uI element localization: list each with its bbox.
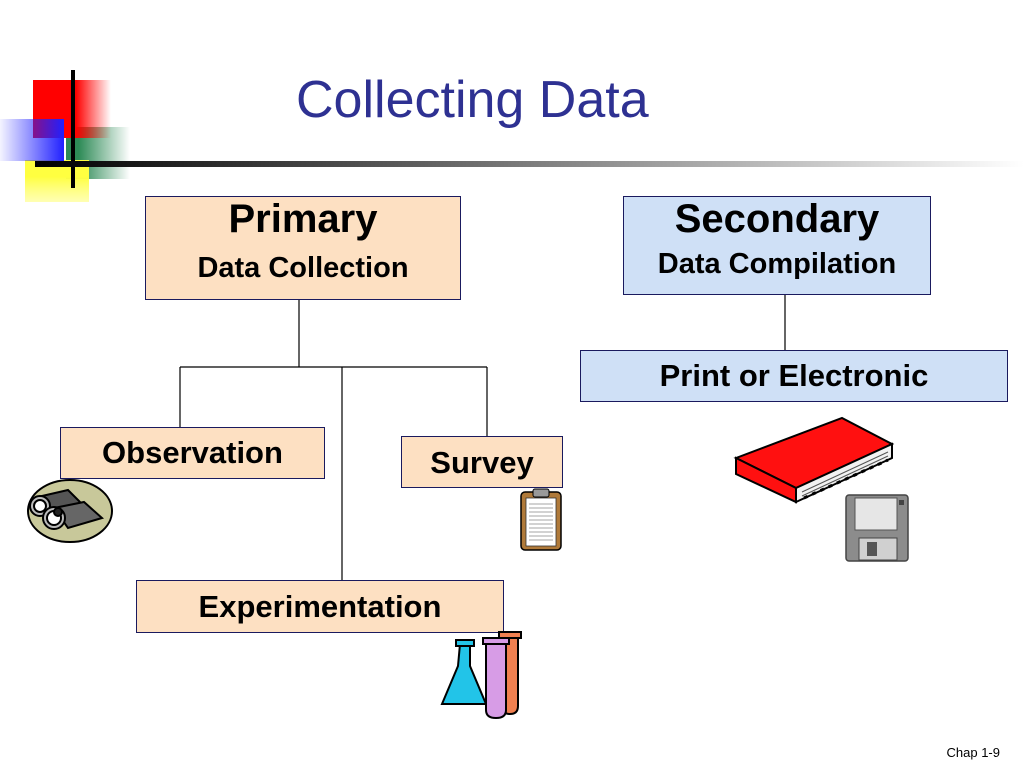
- book-icon: [733, 416, 895, 504]
- corner-logo: [0, 70, 1024, 202]
- secondary-heading: Secondary: [674, 197, 880, 241]
- observation-box: Observation: [60, 427, 325, 479]
- observation-label: Observation: [102, 435, 283, 470]
- experimentation-label: Experimentation: [198, 589, 442, 624]
- floppy-disk-icon: [845, 494, 909, 562]
- lab-flask-icon: [440, 631, 522, 720]
- experimentation-box: Experimentation: [136, 580, 504, 633]
- primary-heading: Primary: [228, 197, 378, 241]
- logo-blue-square: [0, 119, 64, 161]
- secondary-subheading: Data Compilation: [657, 248, 897, 280]
- logo-vertical-line: [71, 70, 75, 188]
- page-title: Collecting Data: [296, 71, 649, 129]
- survey-box: Survey: [401, 436, 563, 488]
- clipboard-icon: [520, 488, 562, 551]
- primary-box: Primary Data Collection: [145, 196, 461, 300]
- secondary-box: Secondary Data Compilation: [623, 196, 931, 295]
- title-underline: [35, 161, 1024, 167]
- print-electronic-label: Print or Electronic: [659, 358, 929, 393]
- binoculars-icon: [27, 479, 113, 543]
- slide-footer: Chap 1-9: [946, 745, 1000, 760]
- primary-subheading: Data Collection: [197, 252, 409, 284]
- survey-label: Survey: [430, 445, 534, 480]
- print-electronic-box: Print or Electronic: [580, 350, 1008, 402]
